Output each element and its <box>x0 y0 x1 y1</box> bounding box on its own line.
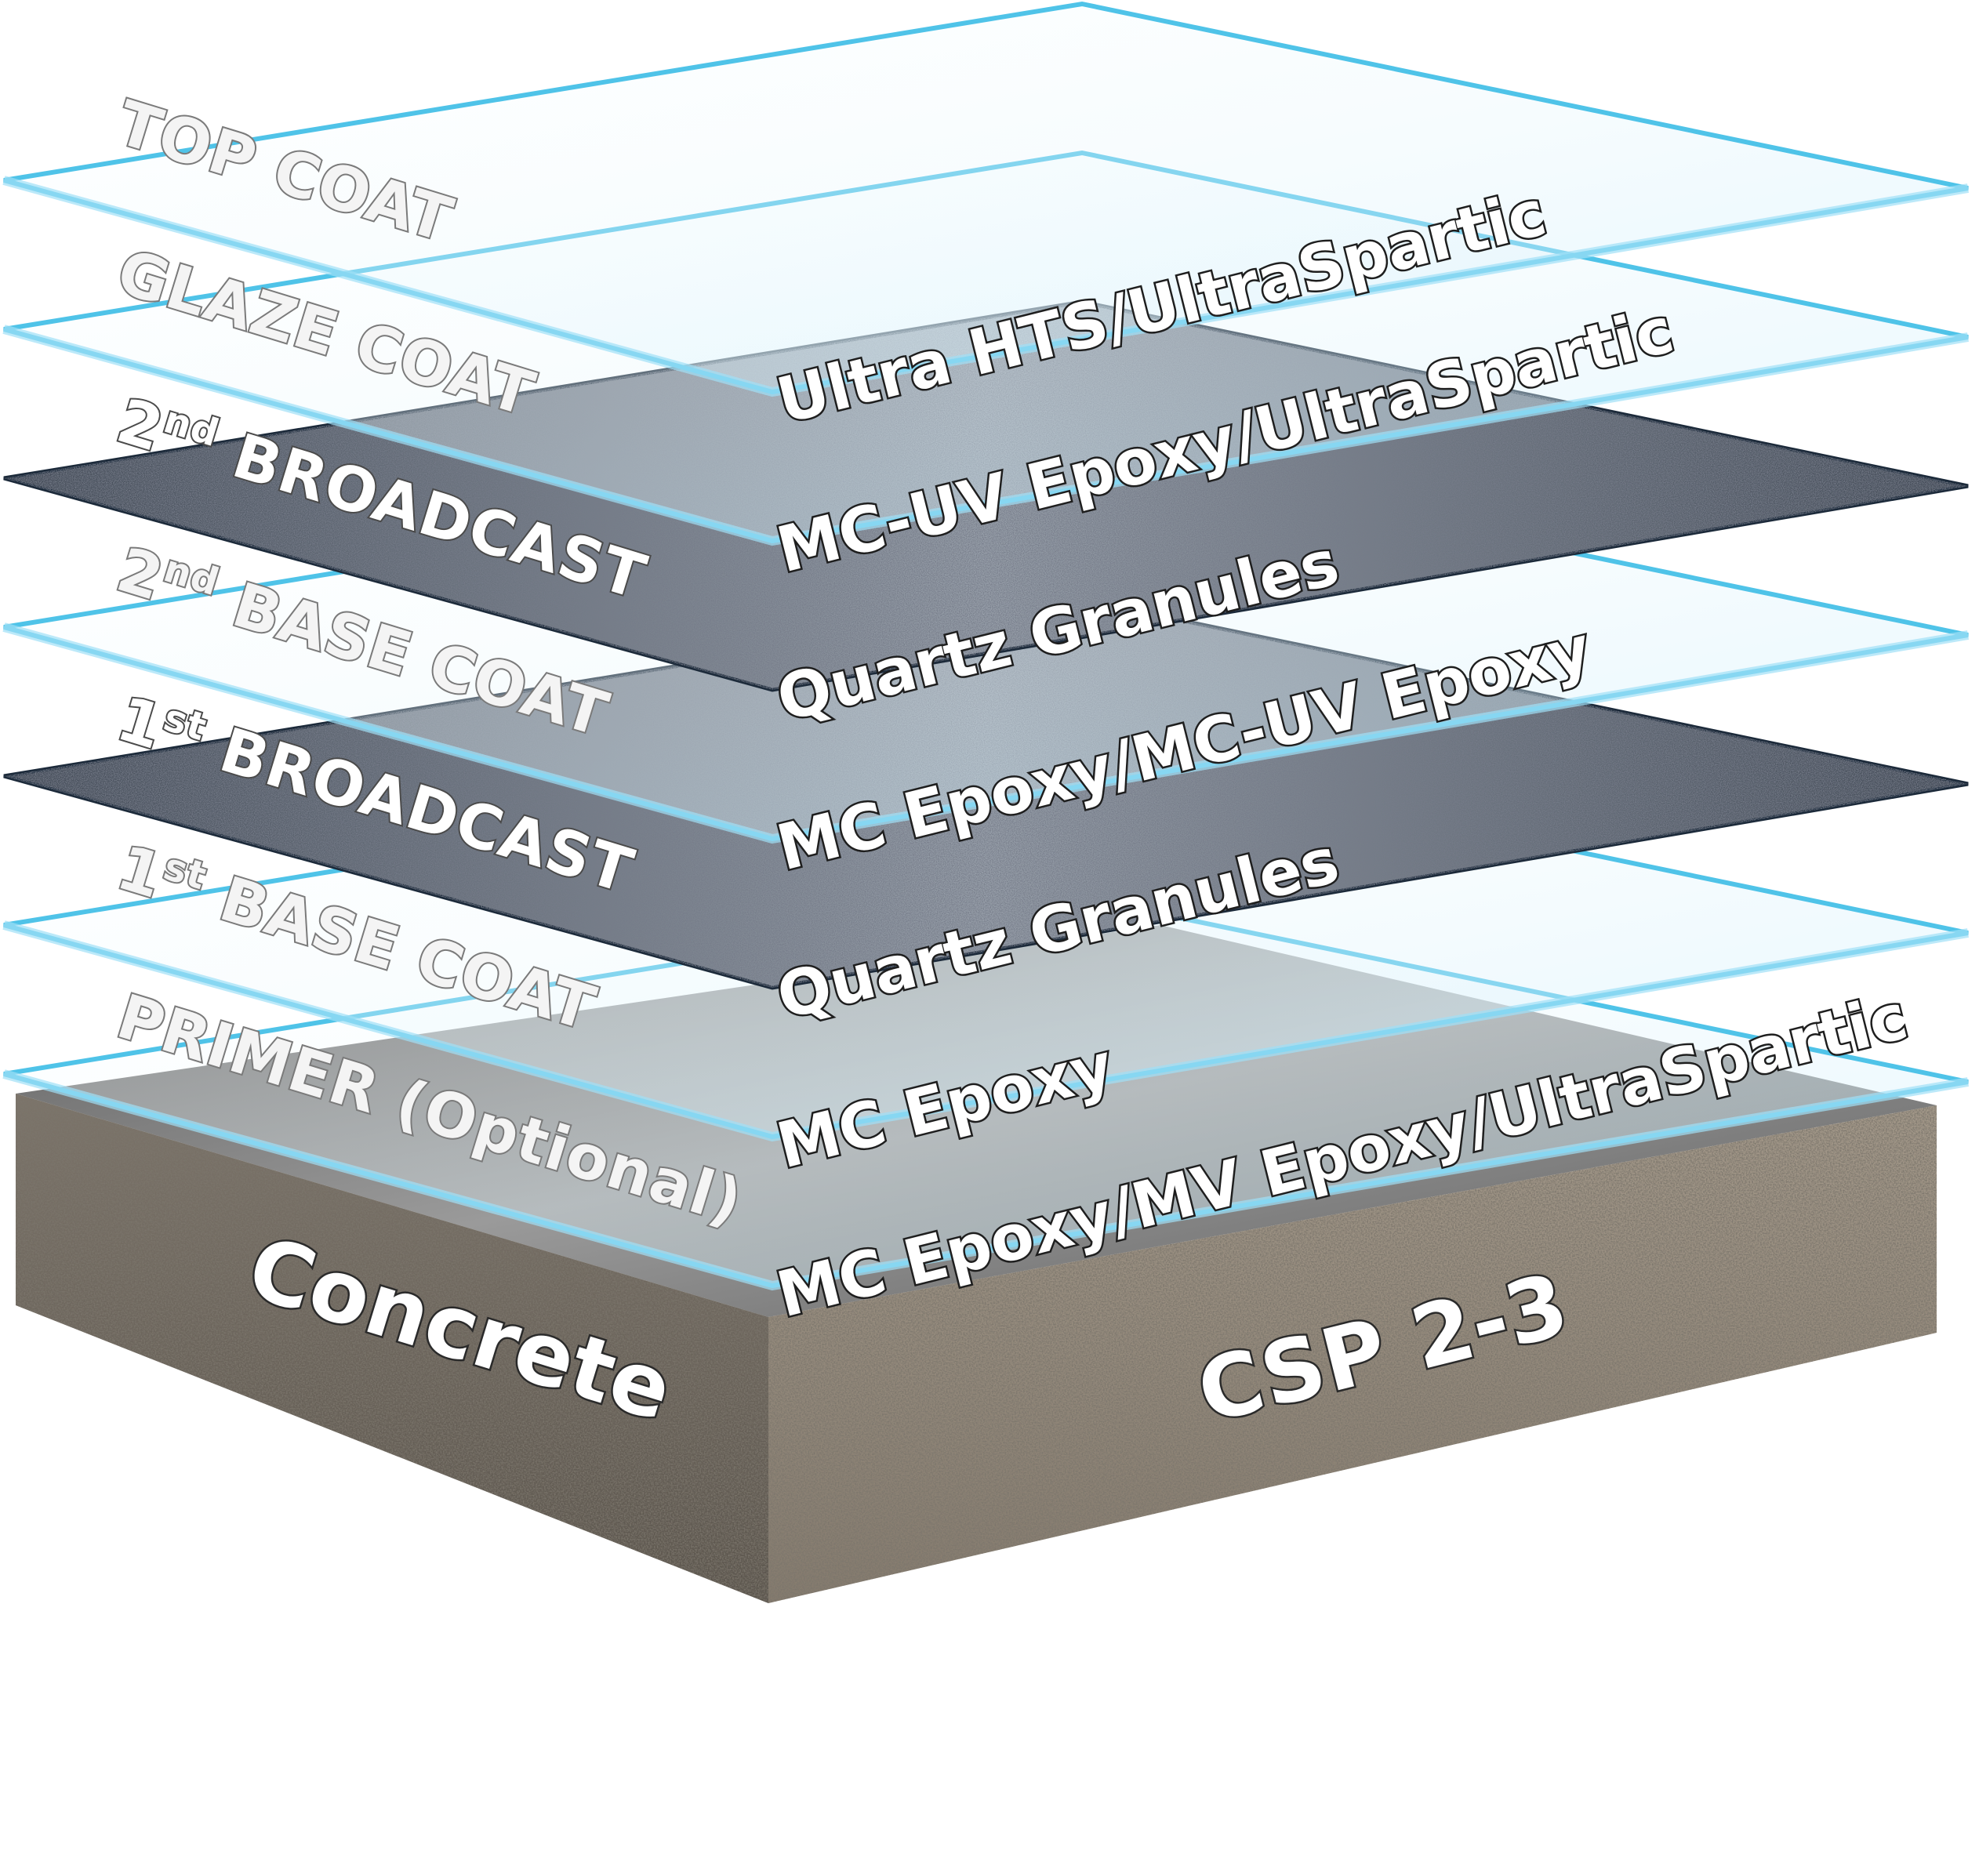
glass-edge <box>2 622 1970 844</box>
coating-layers: PRIMER (Optional)MC Epoxy/MV Epoxy/Ultra… <box>2 1 1970 1334</box>
glass-edge <box>2 176 1970 397</box>
glass-edge <box>2 1069 1970 1291</box>
glass-edge <box>2 325 1970 546</box>
glass-edge <box>2 920 1970 1142</box>
